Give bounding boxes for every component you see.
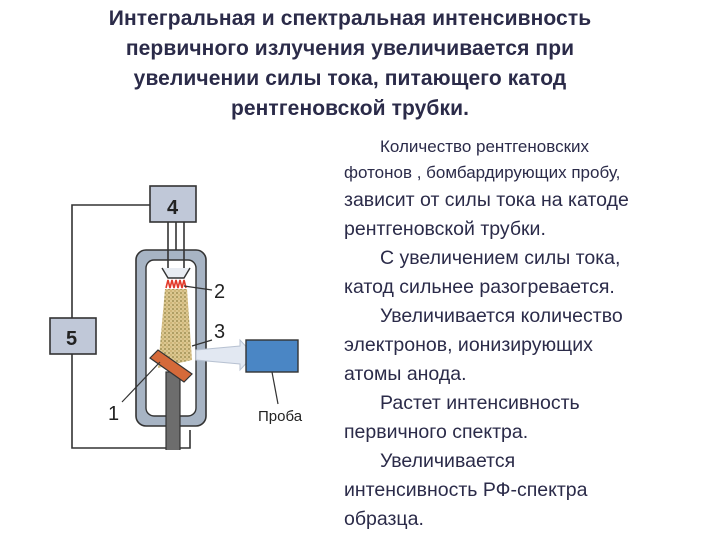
text-line: образца. — [344, 508, 424, 530]
text-line: Увеличивается — [380, 450, 516, 472]
text-line: Растет интенсивность — [380, 392, 580, 414]
probe-leader — [271, 371, 279, 405]
text-line: зависит от силы тока на катоде — [344, 189, 629, 211]
title-line-4: рентгеновской трубки. — [230, 97, 470, 120]
box-4 — [149, 185, 197, 223]
text-line: Увеличивается количество — [380, 305, 623, 327]
title-line-1: Интегральная и спектральная интенсивност… — [108, 7, 592, 30]
box-4-label: 4 — [167, 197, 179, 219]
label-2: 2 — [214, 281, 225, 303]
slide-title: Интегральная и спектральная интенсивност… — [40, 4, 660, 124]
label-3: 3 — [214, 321, 225, 343]
text-line: первичного спектра. — [344, 421, 529, 443]
explanation-text: Количество рентгеновских фотонов , бомба… — [344, 134, 716, 534]
leader-2 — [183, 285, 213, 291]
title-line-3: увеличении силы тока, питающего катод — [133, 67, 567, 90]
cathode-filament — [165, 279, 187, 289]
text-line: фотонов , бомбардирующих пробу, — [344, 163, 621, 182]
cathode-cup — [161, 267, 191, 279]
text-line: Количество рентгеновских — [380, 137, 589, 156]
box-5-label: 5 — [66, 328, 77, 350]
leader-3 — [191, 339, 213, 347]
title-line-2: первичного излучения увеличивается при — [125, 37, 575, 60]
text-line: катод сильнее разогревается. — [344, 276, 615, 298]
xray-tube-diagram: 4 5 2 3 1 — [49, 185, 299, 450]
box-5 — [49, 317, 97, 355]
circuit-wire — [71, 204, 191, 449]
probe-label: Проба — [258, 408, 303, 425]
label-1: 1 — [108, 403, 119, 425]
leader-1 — [121, 361, 161, 403]
anode-target — [149, 349, 193, 383]
probe-sample — [245, 339, 299, 373]
text-line: электронов, ионизирующих — [344, 334, 593, 356]
text-line: рентгеновской трубки. — [344, 218, 546, 240]
text-line: С увеличением силы тока, — [380, 247, 621, 269]
anode-rod — [165, 371, 181, 450]
text-line: интенсивность РФ-спектра — [344, 479, 588, 501]
electron-beam — [158, 289, 192, 368]
text-line: атомы анода. — [344, 363, 467, 385]
